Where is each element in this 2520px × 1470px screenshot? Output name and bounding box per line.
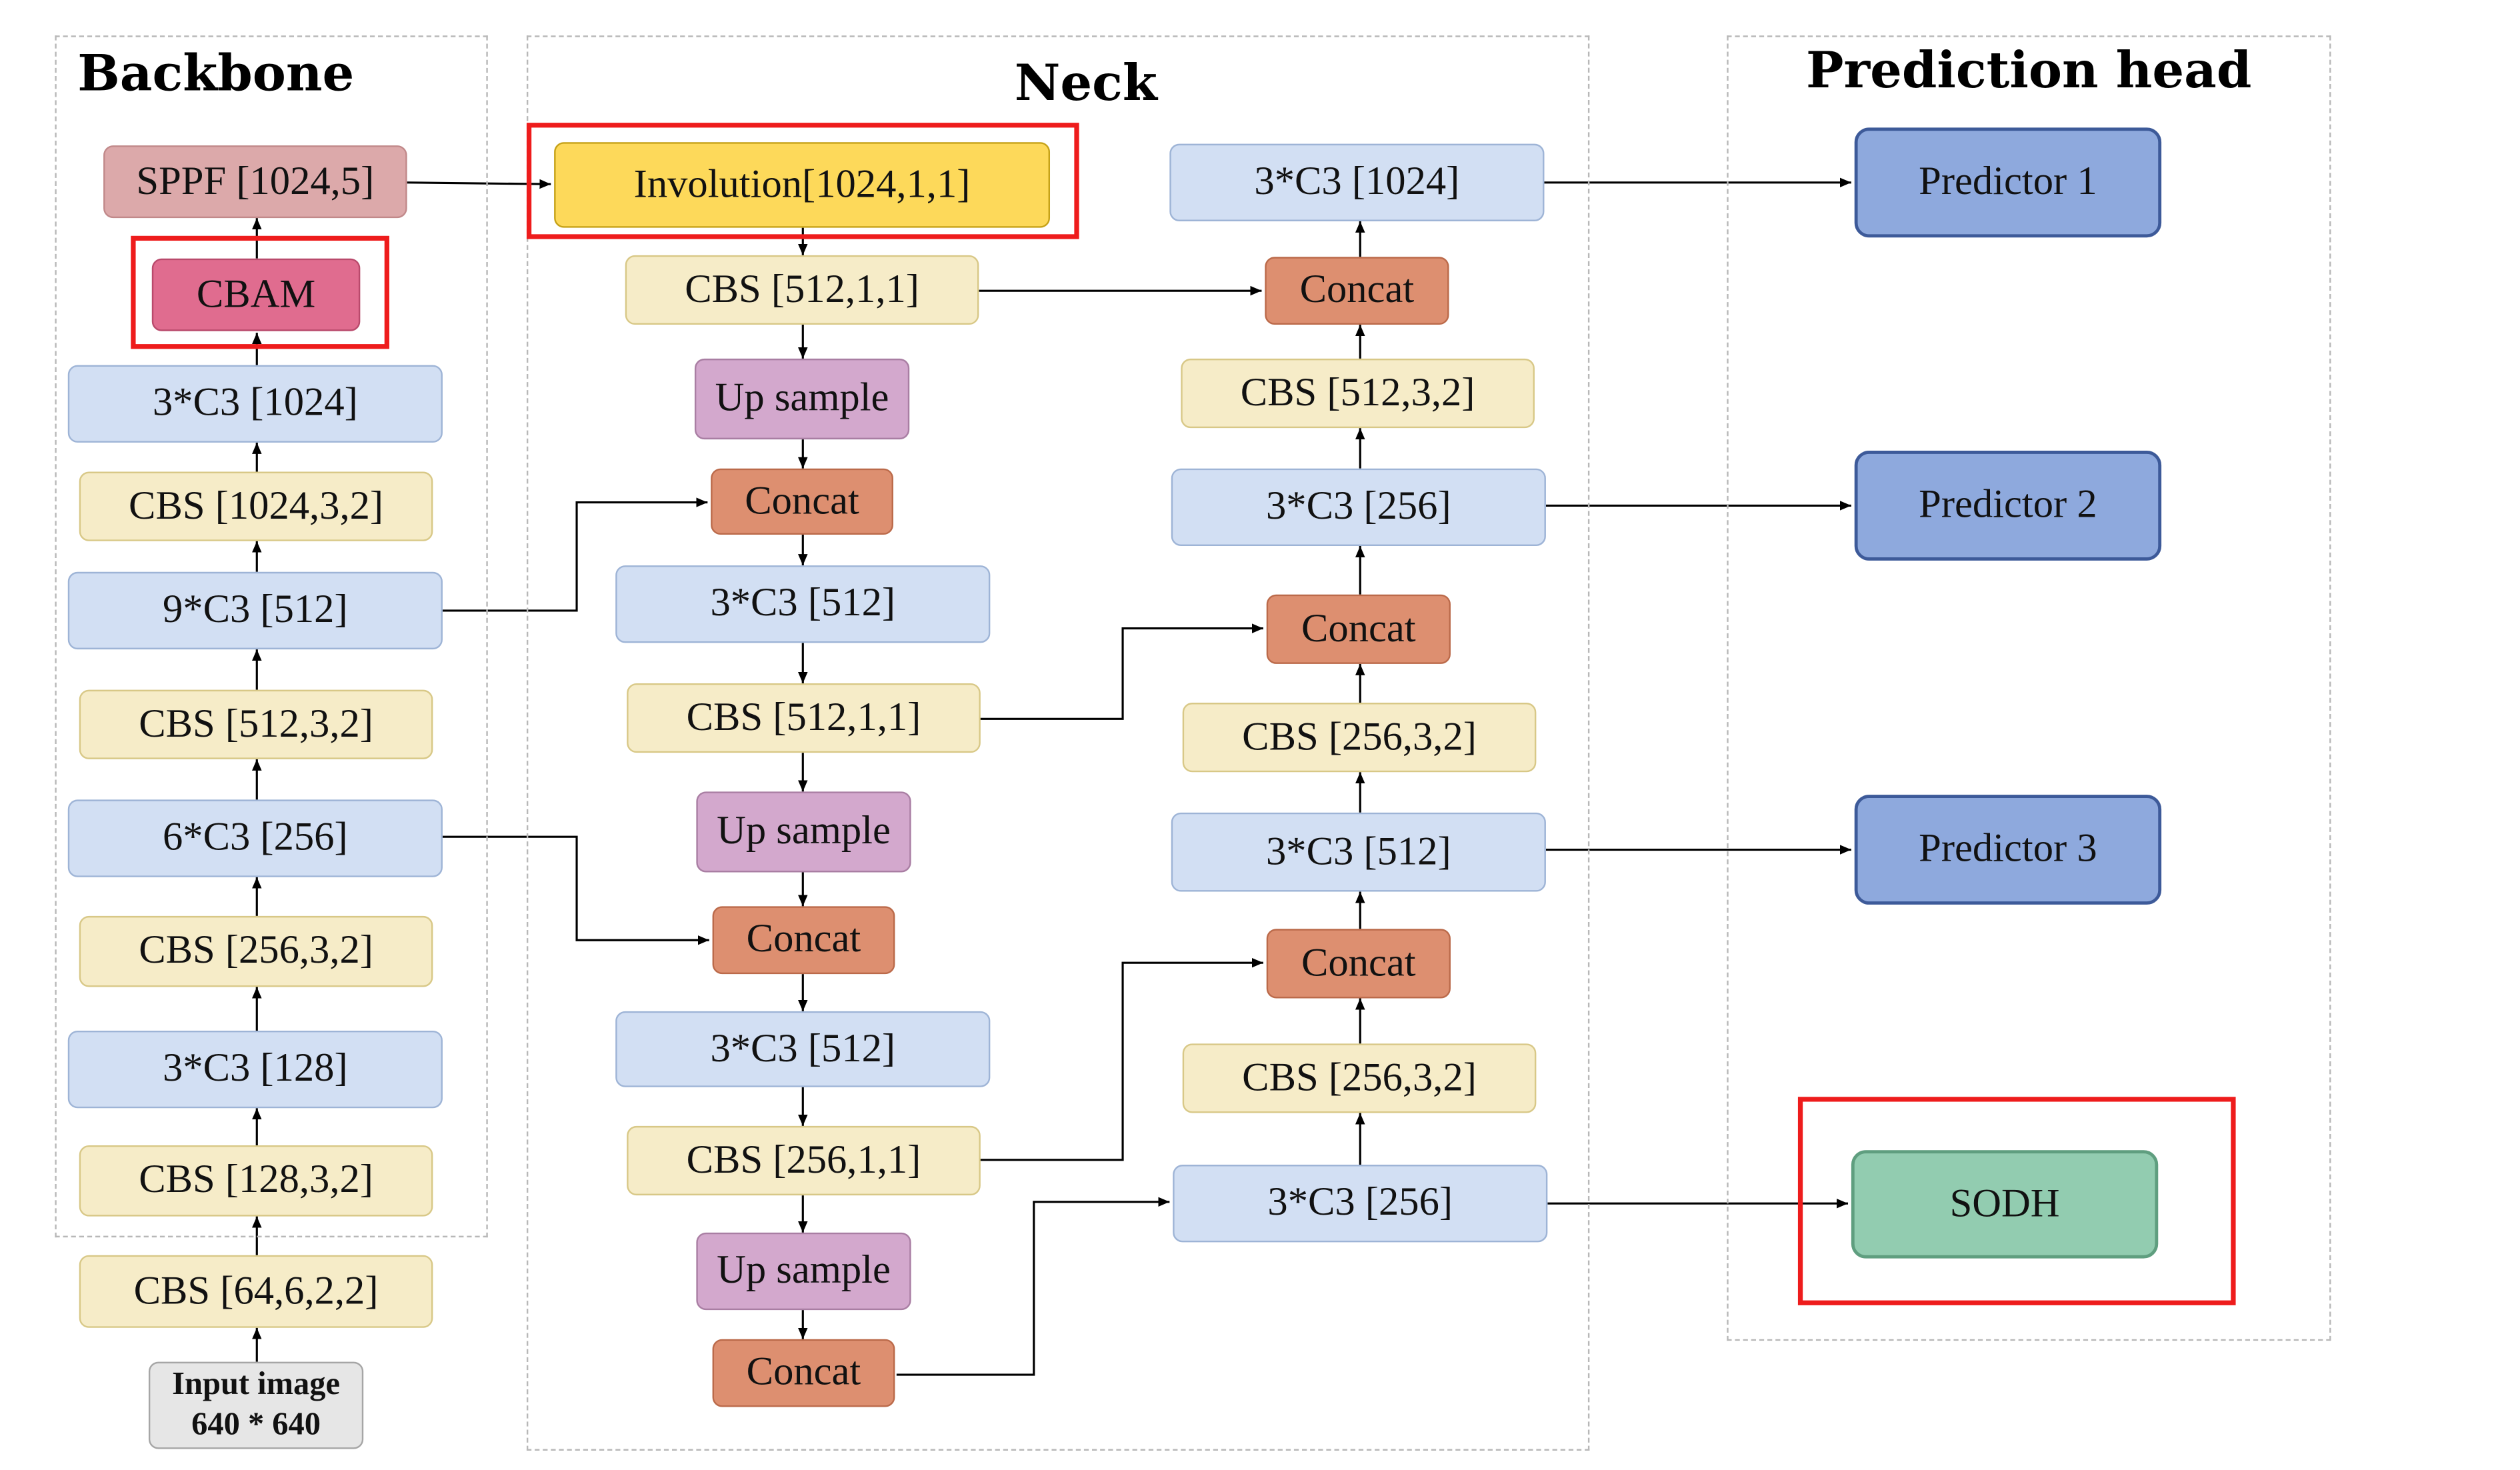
neck-c3-512-right-block: 3*C3 [512] (1171, 812, 1546, 892)
cbs-128-block: CBS [128,3,2] (79, 1145, 433, 1217)
concat-c-block: Concat (1266, 929, 1451, 999)
backbone-section (55, 35, 488, 1238)
neck-c3-512-a-block: 3*C3 [512] (615, 565, 991, 643)
edge-c3-256-to-concat2 (442, 835, 709, 945)
sodh-block: SODH (1851, 1150, 2159, 1259)
upsample-2-block: Up sample (696, 791, 911, 873)
c3-128-block: 3*C3 [128] (67, 1030, 443, 1109)
involution-block: Involution[1024,1,1] (554, 142, 1051, 228)
neck-title: Neck (1014, 55, 1157, 113)
neck-cbs-512-b-block: CBS [512,1,1] (627, 683, 981, 753)
predictor-3-block: Predictor 3 (1854, 795, 2162, 905)
cbam-block: CBAM (151, 258, 361, 331)
neck-cbs-512-a-block: CBS [512,1,1] (625, 255, 979, 325)
sppf-block: SPPF [1024,5] (103, 145, 407, 219)
neck-c3-256-b-block: 3*C3 [256] (1173, 1165, 1548, 1243)
concat-1-block: Concat (711, 468, 893, 535)
prediction-head-section (1727, 35, 2331, 1341)
input-image-label: Input image (172, 1366, 340, 1403)
edge-cbs512b-to-concat-b (979, 623, 1263, 720)
concat-a-block: Concat (1265, 257, 1449, 325)
edge-cbs256-to-concat-c (979, 957, 1263, 1161)
cbam-highlight-frame (131, 235, 389, 349)
concat-3-block: Concat (712, 1339, 895, 1407)
neck-cbs-256-a-block: CBS [256,3,2] (1182, 703, 1537, 773)
neck-cbs-256-b-block: CBS [256,3,2] (1182, 1043, 1537, 1113)
c3-1024-block: 3*C3 [1024] (67, 365, 443, 443)
upsample-3-block: Up sample (696, 1232, 911, 1311)
cbs-512-block: CBS [512,3,2] (79, 689, 433, 759)
neck-c3-256-a-block: 3*C3 [256] (1171, 468, 1546, 547)
edge-c3-512-to-concat1 (442, 497, 708, 612)
neck-cbs-256-block: CBS [256,1,1] (627, 1125, 981, 1196)
cbs-1024-block: CBS [1024,3,2] (79, 471, 433, 541)
cbs-256-block: CBS [256,3,2] (79, 915, 433, 987)
neck-section (526, 35, 1590, 1451)
c3-512-block: 9*C3 [512] (67, 571, 443, 650)
predictor-2-block: Predictor 2 (1854, 451, 2162, 561)
input-image-size: 640 * 640 (191, 1407, 321, 1443)
predictor-1-block: Predictor 1 (1854, 127, 2162, 238)
c3-256-block: 6*C3 [256] (67, 799, 443, 877)
input-image-block: Input image 640 * 640 (148, 1361, 364, 1449)
concat-b-block: Concat (1266, 594, 1451, 664)
sodh-highlight-frame (1797, 1097, 2236, 1305)
involution-highlight-frame (526, 123, 1079, 239)
upsample-1-block: Up sample (694, 358, 910, 440)
neck-c3-1024-block: 3*C3 [1024] (1169, 143, 1545, 221)
cbs-64-block: CBS [64,6,2,2] (79, 1255, 433, 1328)
neck-c3-512-b-block: 3*C3 [512] (615, 1011, 991, 1087)
edge-concat3-to-c3-256b (896, 1197, 1170, 1376)
concat-2-block: Concat (712, 906, 895, 975)
neck-cbs-512-right-block: CBS [512,3,2] (1181, 358, 1535, 429)
backbone-title: Backbone (77, 45, 355, 104)
prediction-head-title: Prediction head (1806, 42, 2252, 101)
